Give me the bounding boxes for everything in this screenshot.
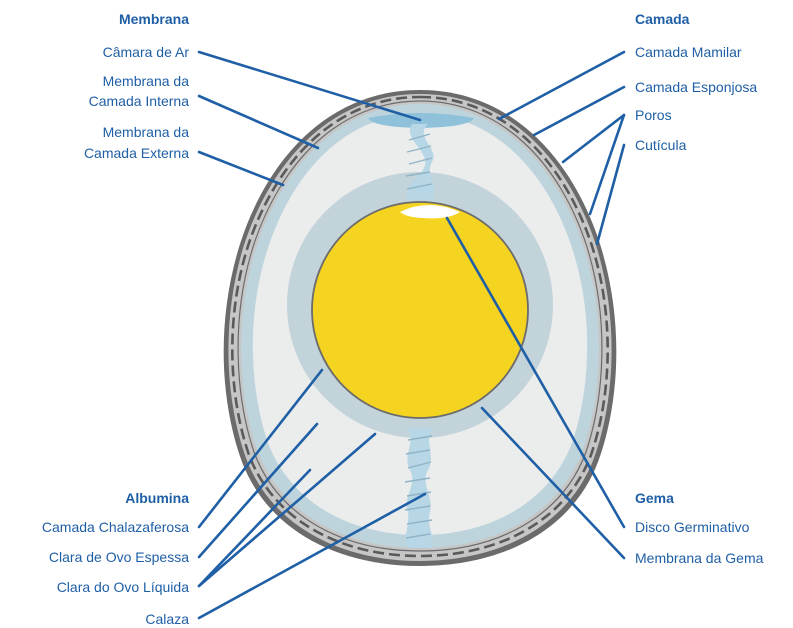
label-membrana-externa-line1: Membrana da [103, 124, 190, 140]
label-disco-germinativo: Disco Germinativo [635, 519, 750, 535]
leader-camada-mamilar [499, 52, 624, 119]
label-calaza: Calaza [145, 611, 189, 627]
label-membrana-gema: Membrana da Gema [635, 550, 764, 566]
label-clara-liquida: Clara do Ovo Líquida [57, 579, 190, 595]
label-camara-de-ar: Câmara de Ar [103, 44, 190, 60]
label-poros: Poros [635, 107, 672, 123]
leader-membrana-externa [199, 152, 283, 185]
label-camada-mamilar: Camada Mamilar [635, 44, 742, 60]
yolk [312, 202, 528, 418]
label-membrana-interna-line2: Camada Interna [89, 93, 190, 109]
label-cuticula: Cutícula [635, 137, 687, 153]
label-clara-espessa: Clara de Ovo Espessa [49, 549, 189, 565]
leader-membrana-interna [199, 96, 318, 148]
label-camada-esponjosa: Camada Esponjosa [635, 79, 757, 95]
label-membrana-externa-line2: Camada Externa [84, 145, 189, 161]
label-membrana-interna-line1: Membrana da [103, 73, 190, 89]
heading-albumina: Albumina [125, 490, 189, 506]
heading-membrana: Membrana [119, 11, 189, 27]
label-camada-chalazaferosa: Camada Chalazaferosa [42, 519, 189, 535]
heading-camada: Camada [635, 11, 690, 27]
heading-gema: Gema [635, 490, 674, 506]
leader-cuticula [597, 145, 624, 244]
